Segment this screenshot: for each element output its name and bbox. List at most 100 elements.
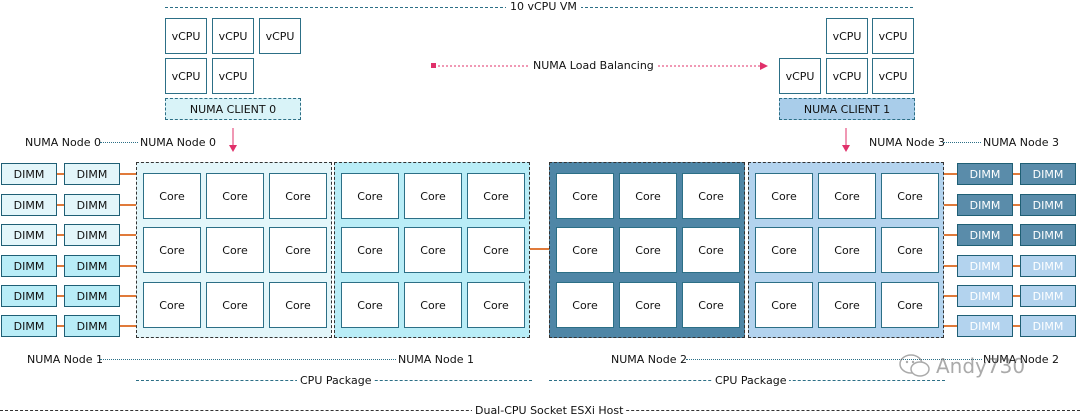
memory-link — [120, 204, 136, 206]
dimm-module: DIMM — [1, 315, 57, 337]
memory-link — [57, 234, 64, 236]
node-3-label-line — [943, 142, 981, 143]
dimm-module: DIMM — [957, 285, 1013, 307]
dimm-module: DIMM — [64, 224, 120, 246]
memory-link — [1013, 295, 1020, 297]
cpu-core: Core — [404, 282, 462, 328]
memory-link — [1013, 234, 1020, 236]
numa-node-1-label-2: NUMA Node 1 — [398, 353, 474, 366]
cpu-core: Core — [269, 173, 327, 219]
memory-link — [120, 265, 136, 267]
dimm-module: DIMM — [64, 194, 120, 216]
cpu-core: Core — [818, 282, 876, 328]
node-1-label-line — [100, 359, 396, 360]
cpu-core: Core — [206, 173, 264, 219]
host-label: Dual-CPU Socket ESXi Host — [472, 404, 627, 417]
dimm-module: DIMM — [957, 224, 1013, 246]
cpu-core: Core — [467, 282, 525, 328]
numa-node-0-label-2: NUMA Node 0 — [140, 136, 216, 149]
dimm-module: DIMM — [957, 194, 1013, 216]
cpu-core: Core — [619, 282, 677, 328]
cpu-core: Core — [682, 282, 740, 328]
memory-link — [57, 295, 64, 297]
dimm-module: DIMM — [64, 255, 120, 277]
dimm-module: DIMM — [64, 163, 120, 185]
memory-link — [1013, 173, 1020, 175]
cpu-core: Core — [682, 227, 740, 273]
vcpu-box: vCPU — [826, 18, 868, 54]
dimm-module: DIMM — [1, 285, 57, 307]
cpu-core: Core — [341, 282, 399, 328]
numa-client-0: NUMA CLIENT 0 — [165, 98, 301, 120]
cpu-core: Core — [818, 227, 876, 273]
cpu-core: Core — [556, 227, 614, 273]
memory-link — [120, 234, 136, 236]
memory-link — [944, 325, 957, 327]
cpu-core: Core — [755, 227, 813, 273]
cpu-core: Core — [143, 173, 201, 219]
cpu-core: Core — [467, 173, 525, 219]
dimm-module: DIMM — [1020, 315, 1076, 337]
dimm-module: DIMM — [64, 315, 120, 337]
dimm-module: DIMM — [1, 255, 57, 277]
dimm-module: DIMM — [1020, 194, 1076, 216]
cpu-core: Core — [755, 282, 813, 328]
numa-node-2-label-2: NUMA Node 2 — [983, 353, 1059, 366]
memory-link — [120, 173, 136, 175]
watermark-text: Andy730 — [936, 354, 1026, 378]
memory-link — [1013, 204, 1020, 206]
cpu-core: Core — [881, 227, 939, 273]
inter-socket-link — [530, 248, 549, 250]
node-2-label-line — [686, 359, 982, 360]
arrow-down-icon — [229, 128, 237, 152]
cpu-core: Core — [143, 282, 201, 328]
cpu-package-1-label: CPU Package — [712, 374, 790, 387]
load-balancing-label: NUMA Load Balancing — [530, 59, 657, 72]
node-0-label-line — [100, 142, 138, 143]
dimm-module: DIMM — [1020, 163, 1076, 185]
cpu-core: Core — [404, 227, 462, 273]
cpu-core: Core — [269, 282, 327, 328]
chat-bubble-icon — [899, 354, 930, 377]
memory-link — [944, 265, 957, 267]
cpu-core: Core — [269, 227, 327, 273]
memory-link — [1013, 265, 1020, 267]
cpu-core: Core — [881, 282, 939, 328]
cpu-core: Core — [619, 227, 677, 273]
dimm-module: DIMM — [1, 163, 57, 185]
vcpu-box: vCPU — [259, 18, 301, 54]
memory-link — [944, 295, 957, 297]
vcpu-box: vCPU — [872, 18, 914, 54]
memory-link — [57, 173, 64, 175]
cpu-core: Core — [619, 173, 677, 219]
dimm-module: DIMM — [1, 224, 57, 246]
cpu-core: Core — [818, 173, 876, 219]
dimm-module: DIMM — [957, 315, 1013, 337]
memory-link — [944, 234, 957, 236]
numa-node-3-label: NUMA Node 3 — [869, 136, 945, 149]
dimm-module: DIMM — [1020, 255, 1076, 277]
cpu-core: Core — [143, 227, 201, 273]
cpu-core: Core — [206, 227, 264, 273]
cpu-package-0-label: CPU Package — [297, 374, 375, 387]
dimm-module: DIMM — [64, 285, 120, 307]
dimm-module: DIMM — [957, 163, 1013, 185]
cpu-core: Core — [206, 282, 264, 328]
cpu-core: Core — [341, 227, 399, 273]
dimm-module: DIMM — [1020, 285, 1076, 307]
cpu-core: Core — [755, 173, 813, 219]
memory-link — [57, 325, 64, 327]
memory-link — [944, 204, 957, 206]
memory-link — [944, 173, 957, 175]
numa-node-0-label: NUMA Node 0 — [25, 136, 101, 149]
vcpu-box: vCPU — [165, 58, 207, 94]
dimm-module: DIMM — [1020, 224, 1076, 246]
memory-link — [120, 295, 136, 297]
numa-node-1-label: NUMA Node 1 — [27, 353, 103, 366]
dimm-module: DIMM — [957, 255, 1013, 277]
numa-node-2-label: NUMA Node 2 — [611, 353, 687, 366]
vcpu-box: vCPU — [779, 58, 821, 94]
